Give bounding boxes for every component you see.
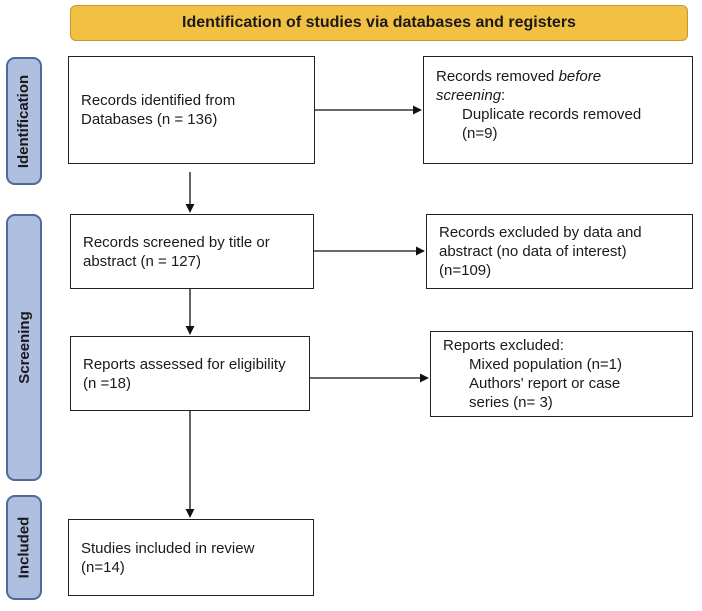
records-removed-heading-line2: screening:: [436, 87, 506, 104]
records-excluded-box: Records excluded by data and abstract (n…: [426, 214, 693, 289]
records-screened-line2: abstract (n = 127): [83, 252, 201, 270]
records-screened-line1: Records screened by title or: [83, 233, 270, 251]
records-identified-line2: Databases (n = 136): [81, 111, 218, 128]
records-identified-line1: Records identified from: [81, 92, 236, 109]
stage-included: Included: [6, 495, 42, 600]
records-removed-box: Records removed before screening: Duplic…: [423, 56, 693, 164]
diagram-title: Identification of studies via databases …: [182, 14, 576, 31]
studies-included-line1: Studies included in review: [81, 539, 255, 557]
records-identified-box: Records identified from Databases (n = 1…: [68, 56, 315, 164]
records-removed-item: Duplicate records removed: [462, 106, 642, 123]
stage-identification: Identification: [6, 57, 42, 185]
studies-included-box: Studies included in review (n=14): [68, 519, 314, 596]
reports-assessed-line2: (n =18): [83, 374, 131, 392]
reports-assessed-line1: Reports assessed for eligibility: [83, 355, 286, 373]
records-removed-count: (n=9): [462, 125, 498, 142]
reports-excluded-item2: Authors' report or case: [469, 375, 621, 392]
records-excluded-line1: Records excluded by data and: [439, 224, 642, 241]
stage-screening: Screening: [6, 214, 42, 481]
records-screened-box: Records screened by title or abstract (n…: [70, 214, 314, 289]
studies-included-line2: (n=14): [81, 558, 125, 576]
reports-assessed-box: Reports assessed for eligibility (n =18): [70, 336, 310, 411]
reports-excluded-box: Reports excluded: Mixed population (n=1)…: [430, 331, 693, 417]
records-excluded-line3: (n=109): [439, 262, 492, 279]
diagram-title-banner: Identification of studies via databases …: [70, 5, 688, 41]
records-removed-heading: Records removed before: [436, 68, 602, 85]
reports-excluded-heading: Reports excluded:: [443, 337, 564, 354]
records-excluded-line2: abstract (no data of interest): [439, 243, 627, 260]
reports-excluded-item3: series (n= 3): [469, 394, 553, 411]
reports-excluded-item1: Mixed population (n=1): [469, 356, 623, 373]
